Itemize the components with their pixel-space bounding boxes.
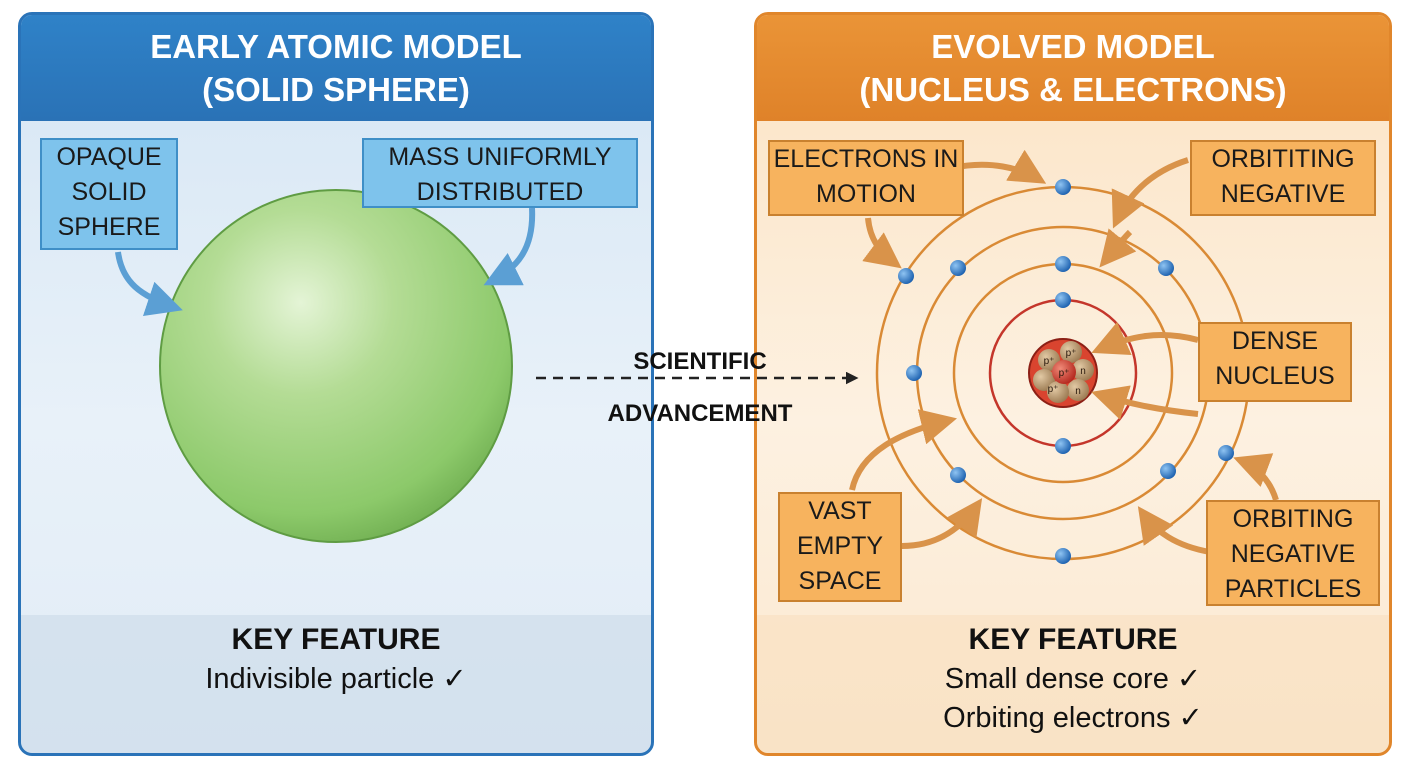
right-key-feature-line-1: Small dense core ✓ [944, 663, 1202, 695]
electron [1055, 292, 1071, 308]
scientific-advancement-label: SCIENTIFIC ADVANCEMENT [560, 336, 840, 440]
orbititing-negative-callout: ORBITITING NEGATIVE [1190, 140, 1376, 216]
dense-nucleus-arrow-2 [1091, 385, 1199, 420]
nucleon-label: n [1080, 366, 1086, 377]
electron [898, 268, 914, 284]
advancement-line-1: SCIENTIFIC [633, 348, 767, 375]
solid-sphere-title: EARLY ATOMIC MODEL [150, 28, 522, 65]
nucleon [1067, 379, 1089, 401]
electron [1158, 260, 1174, 276]
solid-sphere-header: EARLY ATOMIC MODEL (SOLID SPHERE) [21, 15, 651, 121]
mass-uniformly-distributed-callout: MASS UNIFORMLY DISTRIBUTED [362, 138, 638, 208]
empty-space-arrow-1 [849, 409, 958, 491]
electrons-motion-arrow-2 [862, 217, 902, 269]
left-key-feature-line: Indivisible particle ✓ [205, 663, 467, 695]
electron [950, 467, 966, 483]
right-key-feature-line-2: Orbiting electrons ✓ [943, 702, 1203, 734]
nucleon-label: p⁺ [1048, 384, 1059, 395]
right-key-feature: KEY FEATURE Small dense core ✓ Orbiting … [757, 615, 1389, 753]
electron [950, 260, 966, 276]
nucleon [1052, 360, 1076, 384]
electrons-motion-arrow-1 [951, 149, 1047, 184]
electron [1160, 463, 1176, 479]
electrons-in-motion-callout: ELECTRONS IN MOTION [768, 140, 964, 216]
advancement-line-2: ADVANCEMENT [607, 400, 793, 427]
nuclear-model-header: EVOLVED MODEL (NUCLEUS & ELECTRONS) [757, 15, 1389, 121]
nucleon-label: p⁺ [1066, 348, 1077, 359]
electron [1055, 548, 1071, 564]
solid-sphere [159, 189, 513, 543]
nuclear-model-subtitle: (NUCLEUS & ELECTRONS) [859, 71, 1287, 108]
nucleon-label: p⁺ [1059, 368, 1070, 379]
electrons [898, 179, 1234, 564]
empty-space-arrow-2 [901, 498, 983, 549]
opaque-solid-sphere-callout: OPAQUE SOLID SPHERE [40, 138, 178, 250]
nuclear-model-title: EVOLVED MODEL [931, 28, 1215, 65]
electron [906, 365, 922, 381]
left-key-feature-title: KEY FEATURE [231, 623, 441, 656]
electron [1055, 438, 1071, 454]
dense-nucleus-arrow-1 [1091, 321, 1199, 355]
electron [1218, 445, 1234, 461]
nucleon [1072, 359, 1094, 381]
solid-sphere-subtitle: (SOLID SPHERE) [202, 71, 470, 108]
nucleus: p⁺ p⁺ n p⁺ n p⁺ [1028, 338, 1098, 408]
nucleon [1060, 341, 1082, 363]
orbiting-particles-arrow-2 [1233, 453, 1279, 501]
nucleon-label: n [1075, 386, 1081, 397]
electron [1055, 256, 1071, 272]
electron [1055, 179, 1071, 195]
opaque-sphere-arrow [115, 251, 183, 316]
nucleon [1047, 381, 1069, 403]
solid-sphere-panel: EARLY ATOMIC MODEL (SOLID SPHERE) KEY FE… [18, 12, 654, 756]
orbiting-negative-arrow-1 [1111, 157, 1189, 229]
dense-nucleus-callout: DENSE NUCLEUS [1198, 322, 1352, 402]
left-key-feature: KEY FEATURE Indivisible particle ✓ [21, 615, 651, 753]
right-key-feature-title: KEY FEATURE [968, 623, 1178, 656]
orbiting-particles-arrow-1 [1137, 506, 1211, 555]
nucleon-label: p⁺ [1044, 356, 1055, 367]
orbiting-negative-particles-callout: ORBITING NEGATIVE PARTICLES [1206, 500, 1380, 606]
vast-empty-space-callout: VAST EMPTY SPACE [778, 492, 902, 602]
mass-distributed-arrow [483, 207, 536, 286]
orbiting-negative-arrow-2 [1099, 228, 1137, 268]
